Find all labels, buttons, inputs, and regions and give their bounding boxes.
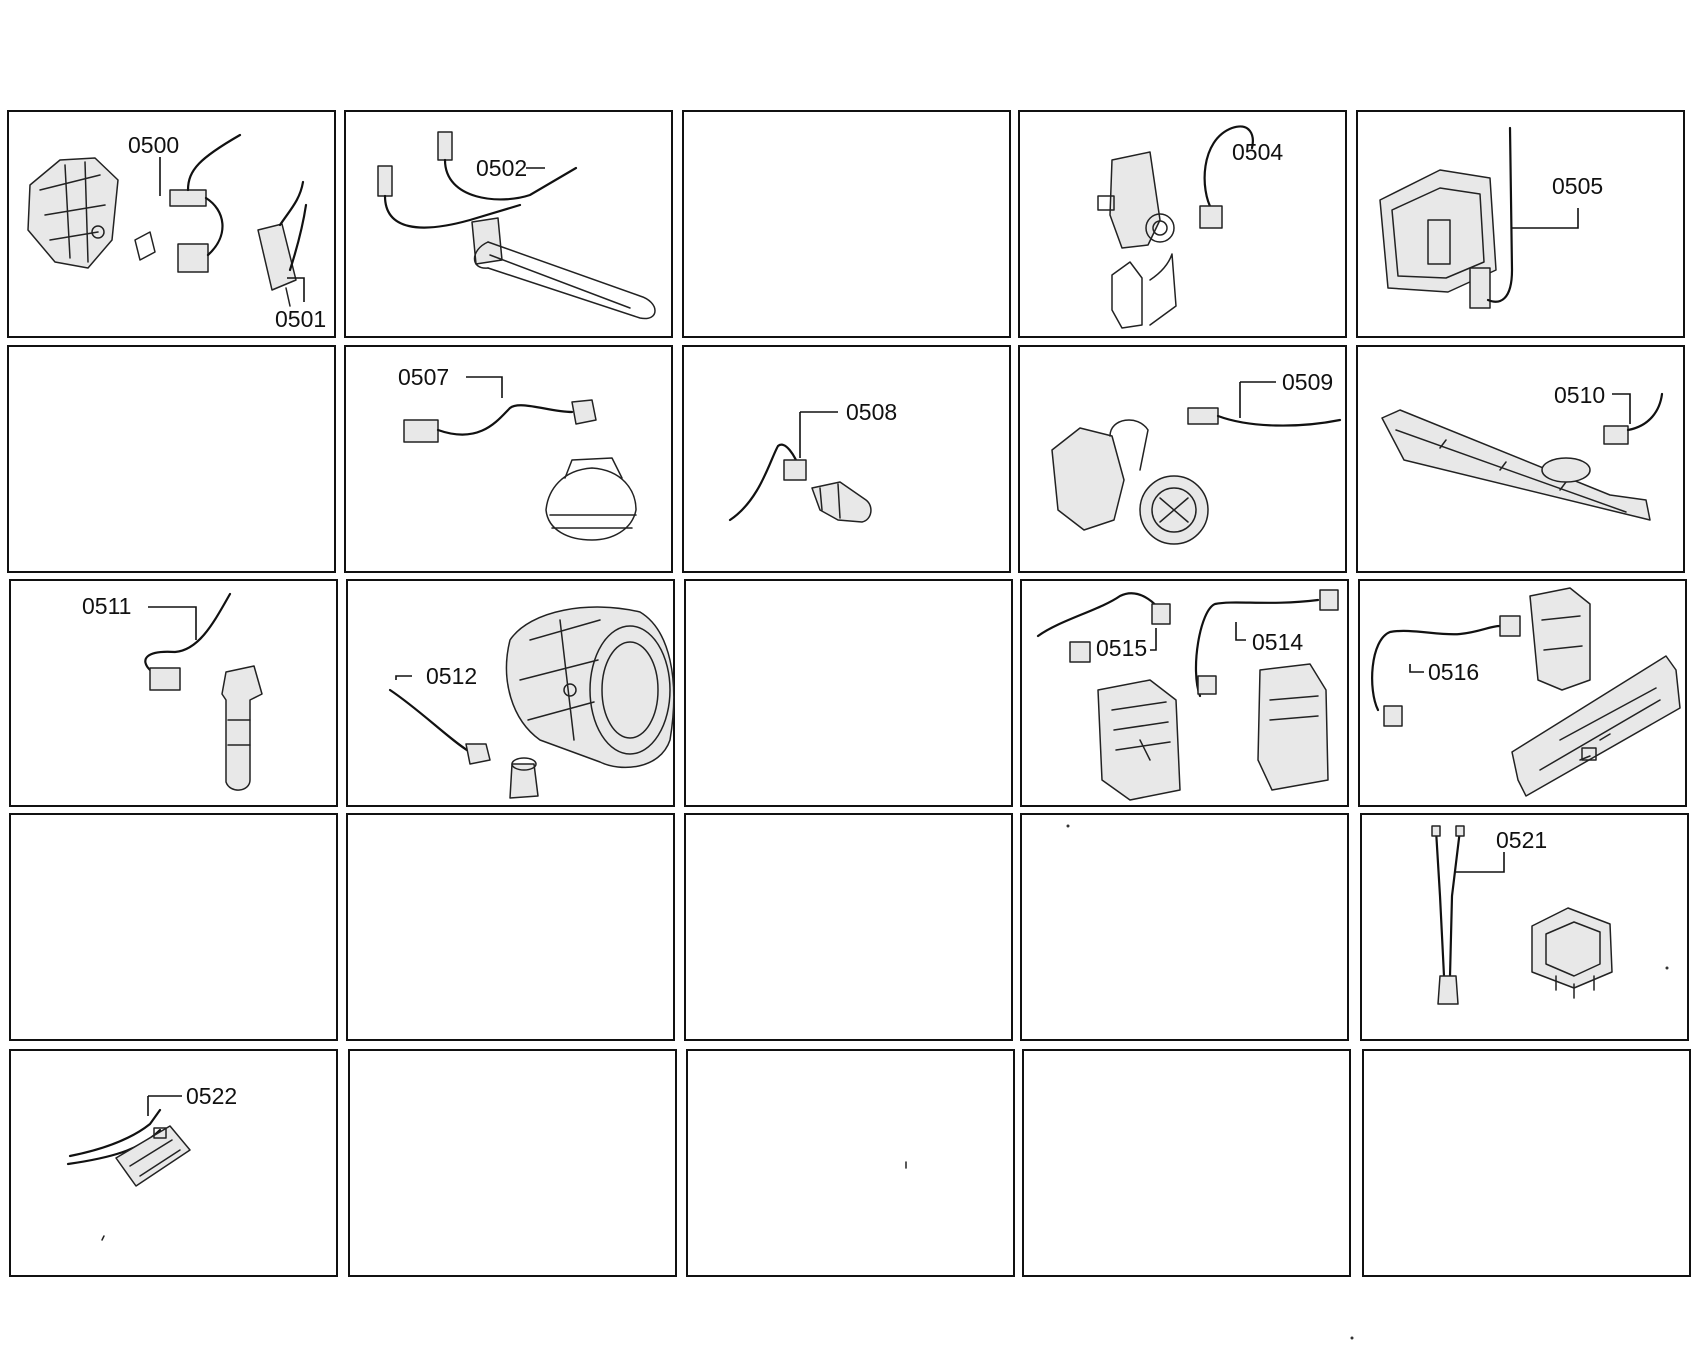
- part-number-label: 0510: [1554, 382, 1605, 408]
- control-module-icon: [1379, 126, 1514, 309]
- part-number-label: 0512: [426, 663, 477, 689]
- heating-element-icon: [377, 131, 656, 320]
- part-number-label: 0511: [82, 593, 131, 619]
- door-lock-icon: [1097, 125, 1254, 329]
- cell-r1c4: 0504: [1018, 110, 1347, 338]
- cell-r4c2: [346, 813, 675, 1041]
- part-number-label: 0500: [128, 132, 179, 158]
- cell-r4c1: [9, 813, 338, 1041]
- cell-r2c4: 0509: [1018, 345, 1347, 573]
- cell-r3c4: 0515 0514: [1020, 579, 1349, 807]
- power-switch-icon: [1431, 825, 1613, 1005]
- cell-r3c2: 0512: [346, 579, 675, 807]
- small-pcb-icon: [66, 1108, 191, 1187]
- cell-r2c5: 0510: [1356, 345, 1685, 573]
- cell-r1c2: 0502: [344, 110, 673, 338]
- cell-r1c5: 0505: [1356, 110, 1685, 338]
- part-number-label: 0515: [1096, 635, 1147, 661]
- sensor-probe-icon: [144, 592, 263, 791]
- pressure-switch-icon: [403, 399, 637, 541]
- part-number-label: 0504: [1232, 139, 1283, 165]
- part-number-label: 0514: [1252, 629, 1303, 655]
- cell-r5c5: [1362, 1049, 1691, 1277]
- electronic-module-icon: [1036, 589, 1339, 801]
- cell-r1c1: 0500 0501: [7, 110, 336, 338]
- cell-r5c1: 0522: [9, 1049, 338, 1277]
- motor-assembly-icon: [27, 133, 308, 307]
- cell-r1c3: [682, 110, 1011, 338]
- cell-r4c3: [684, 813, 1013, 1041]
- part-number-label: 0522: [186, 1083, 237, 1109]
- cell-r2c1: [7, 345, 336, 573]
- part-number-label: 0502: [476, 155, 527, 181]
- circuit-board-icon: [1371, 587, 1681, 797]
- part-number-label: 0509: [1282, 369, 1333, 395]
- cell-r4c5: 0521: [1360, 813, 1689, 1041]
- wash-tub-icon: [388, 606, 675, 799]
- part-number-label: 0507: [398, 364, 449, 390]
- part-number-label: 0505: [1552, 173, 1603, 199]
- cell-r3c3: [684, 579, 1013, 807]
- cell-r2c2: 0507: [344, 345, 673, 573]
- cell-r3c5: 0516: [1358, 579, 1687, 807]
- cell-r4c4: [1020, 813, 1349, 1041]
- cell-r5c3: [686, 1049, 1015, 1277]
- drain-pump-icon: [1051, 407, 1342, 545]
- part-number-label: 0501: [275, 306, 326, 332]
- detergent-dispenser-icon: [1381, 392, 1664, 521]
- part-number-label: 0508: [846, 399, 897, 425]
- cell-r5c4: [1022, 1049, 1351, 1277]
- cell-r5c2: [348, 1049, 677, 1277]
- cell-r3c1: 0511: [9, 579, 338, 807]
- temperature-sensor-icon: [728, 443, 872, 523]
- cell-r2c3: 0508: [682, 345, 1011, 573]
- part-number-label: 0521: [1496, 827, 1547, 853]
- part-number-label: 0516: [1428, 659, 1479, 685]
